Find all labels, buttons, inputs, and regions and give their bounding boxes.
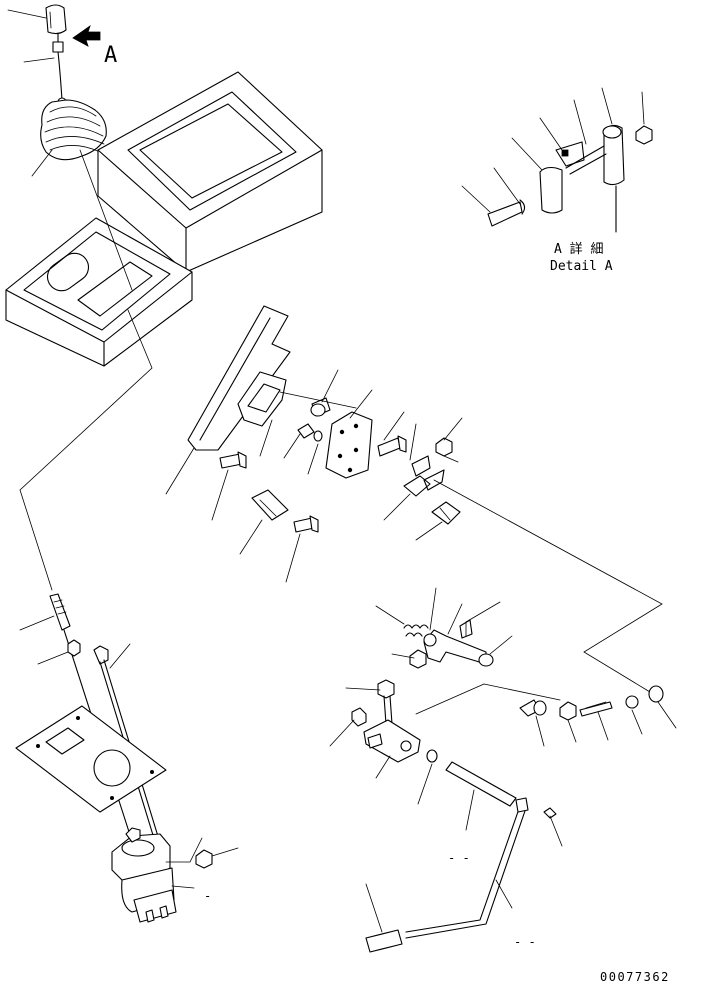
detail-title-jp: A 詳 細: [554, 241, 603, 257]
spacer: [310, 397, 331, 417]
spring: [403, 624, 429, 637]
lever-arm: [423, 629, 494, 667]
dash-mark: - -: [448, 851, 470, 865]
lever-boot: [40, 99, 107, 161]
bolt-left: [219, 451, 247, 469]
leader-line: [165, 837, 203, 863]
handle-rod: [365, 797, 557, 953]
nut-left: [67, 639, 81, 657]
plate: [325, 411, 373, 479]
nut-valve: [195, 849, 213, 869]
detail-title-en: Detail A: [550, 259, 613, 274]
ball-joint: [519, 699, 547, 717]
pin-upper: [459, 619, 473, 639]
console-box-upper: [97, 71, 323, 273]
detail-a: A 詳 細 Detail A: [461, 87, 653, 274]
mounting-plate: [15, 705, 167, 813]
control-valve: [111, 827, 177, 923]
drawing-number: 00077362: [600, 970, 670, 984]
lever-rod-upper: [57, 51, 67, 107]
clip-left: [251, 489, 289, 521]
mounting-bracket: [187, 305, 291, 451]
cable-path: [433, 479, 663, 693]
washer-lower: [351, 707, 367, 727]
bracket-lower: [363, 719, 421, 763]
console-box-lower: [5, 217, 193, 367]
cable-end-left: [49, 593, 71, 631]
view-label: A: [104, 43, 117, 68]
lever-bracket-mid: [403, 455, 459, 497]
rod: [445, 761, 517, 807]
nut-row: [559, 685, 664, 721]
washers-mid: [297, 423, 323, 442]
bolt-mid: [377, 435, 407, 457]
clevis-mid: [431, 501, 461, 525]
cable-path: [19, 309, 153, 591]
nut-mid: [435, 437, 453, 457]
view-arrow-a: A: [72, 24, 117, 68]
nut-lower: [409, 649, 427, 669]
washer-small: [426, 749, 438, 763]
bolt-lower: [293, 515, 319, 533]
dash-mark: - -: [514, 935, 536, 949]
leader-line: [79, 149, 133, 291]
dash-mark: -: [204, 889, 211, 903]
lever-knob: [45, 4, 67, 53]
